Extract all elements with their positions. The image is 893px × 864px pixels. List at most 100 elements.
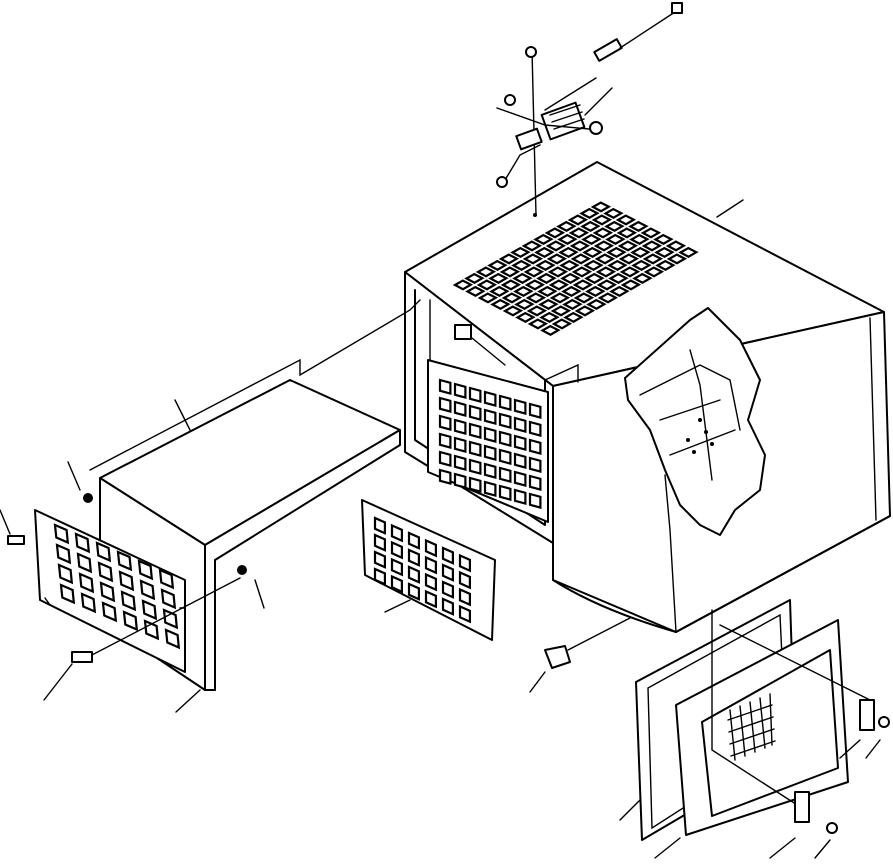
vent-square: [582, 246, 603, 258]
vent-square: [438, 414, 452, 432]
vent-square: [97, 561, 114, 583]
vent-square: [122, 610, 139, 632]
vent-square: [533, 233, 554, 245]
vent-square: [453, 382, 467, 400]
vent-square: [468, 458, 482, 476]
mesh-grid: [727, 693, 776, 761]
vent-square: [441, 546, 454, 565]
vent-square: [453, 436, 467, 454]
vent-square: [490, 298, 511, 310]
vent-square: [160, 588, 177, 610]
vent-square: [512, 272, 533, 284]
air-duct-cutaway: [624, 307, 766, 536]
vent-square: [465, 285, 486, 297]
vent-square: [407, 548, 420, 567]
vent-square: [640, 227, 662, 239]
vent-square: [468, 422, 482, 440]
vent-square: [489, 285, 510, 297]
vent-square: [591, 214, 613, 226]
vent-square: [464, 272, 485, 284]
vent-square: [619, 266, 641, 278]
vent-square: [424, 555, 437, 575]
vent-square: [521, 240, 543, 252]
vent-square: [483, 426, 497, 444]
vent-square: [158, 568, 175, 590]
vent-square: [653, 233, 674, 245]
vent-square: [458, 570, 471, 590]
vent-square: [607, 259, 628, 271]
vent-square: [498, 466, 512, 484]
vent-square: [453, 454, 467, 472]
vent-square: [523, 266, 545, 278]
vent-square: [609, 285, 630, 297]
vent-square: [483, 444, 497, 462]
vent-square: [74, 532, 91, 554]
vent-square: [373, 550, 386, 569]
vent-square: [560, 272, 581, 284]
vent-square: [424, 538, 437, 558]
vent-square: [513, 470, 527, 488]
vent-square: [498, 448, 512, 466]
vent-square: [476, 279, 498, 291]
vent-square: [550, 305, 572, 317]
vent-square: [458, 604, 471, 624]
vent-square: [513, 398, 527, 416]
vent-square: [631, 259, 652, 271]
vent-square: [549, 292, 571, 304]
vent-square: [424, 589, 437, 609]
vent-square: [678, 246, 699, 258]
vent-square: [545, 240, 567, 252]
vent-square: [513, 285, 534, 297]
vent-square: [581, 233, 602, 245]
vent-square: [373, 567, 386, 586]
vent-square: [59, 583, 76, 605]
vent-square: [390, 557, 403, 577]
vent-square: [641, 240, 663, 252]
vent-square: [655, 259, 676, 271]
vent-square: [585, 285, 606, 297]
vent-square: [487, 259, 508, 271]
vent-square: [407, 531, 420, 550]
vent-square: [590, 201, 612, 213]
vent-square: [573, 292, 595, 304]
vent-square: [593, 240, 615, 252]
vent-square: [665, 240, 687, 252]
vent-square: [373, 516, 386, 535]
vent-square: [78, 572, 95, 594]
left-cover-assembly: [0, 299, 421, 713]
window-frame-assembly: [619, 599, 890, 859]
vent-square: [441, 563, 454, 582]
vent-square: [511, 259, 532, 271]
vent-square: [458, 553, 471, 573]
vent-square: [537, 285, 558, 297]
vent-square: [513, 452, 527, 470]
vent-square: [654, 246, 675, 258]
vent-square: [498, 394, 512, 412]
vent-square: [99, 581, 116, 603]
vent-square: [574, 305, 596, 317]
vent-square: [390, 574, 403, 594]
vent-square: [468, 440, 482, 458]
vent-square: [666, 253, 688, 265]
vent-square: [559, 259, 580, 271]
vent-square: [441, 580, 454, 599]
vent-square: [137, 559, 154, 581]
vent-square: [139, 579, 156, 601]
vent-square: [632, 272, 653, 284]
vent-square: [605, 233, 626, 245]
vent-square: [515, 311, 536, 323]
vent-square: [101, 601, 118, 623]
vent-square: [630, 246, 651, 258]
vent-square: [424, 572, 437, 592]
vent-square: [55, 543, 72, 565]
vent-square: [141, 599, 158, 621]
vent-square: [561, 285, 582, 297]
vent-square: [597, 292, 619, 304]
vent-square: [407, 582, 420, 601]
vent-square: [594, 253, 616, 265]
vent-square: [539, 311, 560, 323]
vent-square: [567, 214, 589, 226]
vent-square: [618, 253, 640, 265]
vent-square: [557, 233, 578, 245]
vent-square: [438, 396, 452, 414]
